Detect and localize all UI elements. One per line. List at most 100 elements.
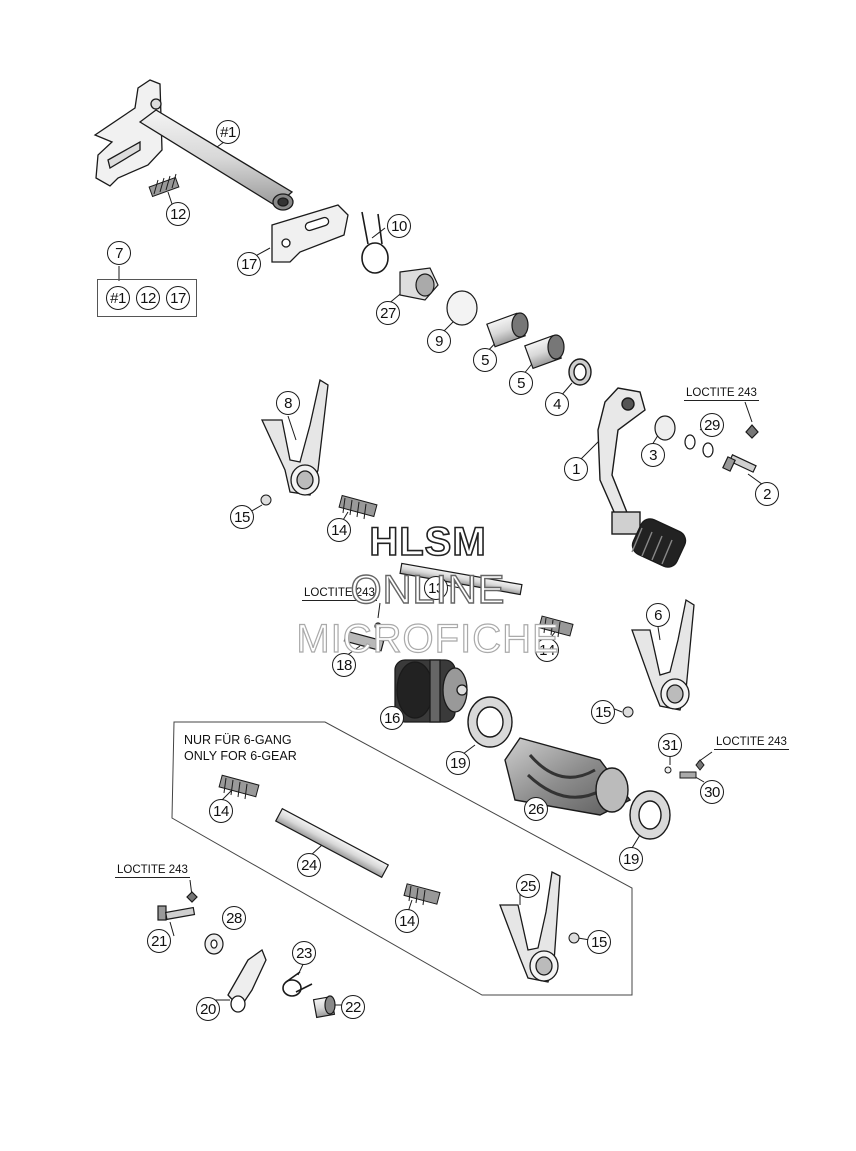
callout-fork-6: 6 xyxy=(646,603,670,627)
callout-washer-3: 3 xyxy=(641,443,665,467)
callout-drum-star-16: 16 xyxy=(380,706,404,730)
callout-kit-plate-17: 17 xyxy=(166,286,190,310)
lever-20 xyxy=(227,948,267,1013)
callout-text: 28 xyxy=(226,909,242,927)
bolt-21 xyxy=(157,891,198,921)
callout-text: 5 xyxy=(517,374,525,392)
callout-plate-17: 17 xyxy=(237,252,261,276)
loctite-label-bolt-18: LOCTITE 243 xyxy=(302,587,377,601)
callout-bolt-18: 18 xyxy=(332,653,356,677)
callout-text: 15 xyxy=(234,508,250,526)
callout-spring-14c: 14 xyxy=(209,799,233,823)
bracket-27 xyxy=(399,267,439,301)
spring-14b xyxy=(538,615,574,638)
callout-washer-9: 9 xyxy=(427,329,451,353)
callout-text: 23 xyxy=(296,944,312,962)
callout-drum-26: 26 xyxy=(524,797,548,821)
watermark-line1: HLSM xyxy=(369,519,487,565)
callout-text: 20 xyxy=(200,1000,216,1018)
callout-roller-22: 22 xyxy=(341,995,365,1019)
bearing-19b xyxy=(629,790,671,840)
callout-text: 17 xyxy=(170,289,186,307)
callout-kit-shaft-1: #1 xyxy=(106,286,130,310)
callout-text: 25 xyxy=(520,877,536,895)
callout-text: 10 xyxy=(391,217,407,235)
shift-fork-6 xyxy=(631,598,695,711)
callout-text: 14 xyxy=(399,912,415,930)
roller-22 xyxy=(312,995,336,1019)
callout-text: 27 xyxy=(380,304,396,322)
callout-washer-28: 28 xyxy=(222,906,246,930)
callout-lever-20: 20 xyxy=(196,997,220,1021)
callout-text: 30 xyxy=(704,783,720,801)
shift-shaft xyxy=(93,79,294,211)
shift-plate-17 xyxy=(271,204,349,263)
six-gear-note-de: NUR FÜR 6-GANG xyxy=(184,733,292,747)
callout-text: 22 xyxy=(345,998,361,1016)
callout-bushing-5a: 5 xyxy=(473,348,497,372)
spring-23 xyxy=(282,971,313,997)
callout-bearing-19b: 19 xyxy=(619,847,643,871)
callout-bolt-21: 21 xyxy=(147,929,171,953)
six-gear-group-outline xyxy=(171,721,633,996)
bolt-2 xyxy=(722,424,759,473)
callout-seal-4: 4 xyxy=(545,392,569,416)
spring-14d xyxy=(403,883,441,906)
shift-drum-26 xyxy=(504,737,632,816)
callout-text: 9 xyxy=(435,332,443,350)
spring-14a xyxy=(338,494,378,520)
callout-text: #1 xyxy=(110,289,126,307)
washer-9 xyxy=(446,290,478,326)
shift-fork-8 xyxy=(260,378,329,496)
loctite-label-bolt-30: LOCTITE 243 xyxy=(714,736,789,750)
callout-text: 7 xyxy=(115,244,123,262)
bushing-5b xyxy=(524,334,565,370)
callout-bolt-30: 30 xyxy=(700,780,724,804)
callout-text: #1 xyxy=(220,123,236,141)
callout-text: 29 xyxy=(704,416,720,434)
bearing-19a xyxy=(467,696,513,748)
callout-bearing-19a: 19 xyxy=(446,751,470,775)
callout-shift-shaft-1: #1 xyxy=(216,120,240,144)
loctite-label-bolt-21: LOCTITE 243 xyxy=(115,864,190,878)
six-gear-note: NUR FÜR 6-GANG ONLY FOR 6-GEAR xyxy=(184,732,297,764)
lever-rubber-tip xyxy=(631,518,687,568)
shaft-13 xyxy=(399,562,523,596)
watermark-line3: MICROFICHE xyxy=(296,616,560,661)
callout-lever-1: 1 xyxy=(564,457,588,481)
callout-text: 14 xyxy=(539,641,555,659)
callout-text: 3 xyxy=(649,446,657,464)
callout-text: 6 xyxy=(654,606,662,624)
callout-kit-7: 7 xyxy=(107,241,131,265)
callout-text: 5 xyxy=(481,351,489,369)
callout-text: 2 xyxy=(763,485,771,503)
callout-text: 15 xyxy=(591,933,607,951)
ball-15b xyxy=(622,706,634,718)
callout-text: 19 xyxy=(450,754,466,772)
callout-text: 26 xyxy=(528,800,544,818)
callout-text: 12 xyxy=(140,289,156,307)
callout-text: 24 xyxy=(301,856,317,874)
callout-text: 19 xyxy=(623,850,639,868)
small-parts-30-31 xyxy=(664,759,705,779)
callout-ball-15b: 15 xyxy=(591,700,615,724)
callout-text: 8 xyxy=(284,394,292,412)
watermark-line2: ONLINE xyxy=(350,567,506,612)
six-gear-note-en: ONLY FOR 6-GEAR xyxy=(184,749,297,763)
washer-3 xyxy=(654,415,676,441)
bushing-5a xyxy=(486,312,529,348)
callout-clip-10: 10 xyxy=(387,214,411,238)
callout-text: 13 xyxy=(428,579,444,597)
callout-spring-14d: 14 xyxy=(395,909,419,933)
callout-bushing-5b: 5 xyxy=(509,371,533,395)
shaft-24 xyxy=(274,807,390,879)
spring-12 xyxy=(148,173,180,198)
callout-fork-8: 8 xyxy=(276,391,300,415)
callout-text: 14 xyxy=(213,802,229,820)
callout-part-31: 31 xyxy=(658,733,682,757)
kit-bracket-box xyxy=(97,279,197,317)
callout-spring-23: 23 xyxy=(292,941,316,965)
callout-ball-15c: 15 xyxy=(587,930,611,954)
loctite-label-lever-bolt: LOCTITE 243 xyxy=(684,387,759,401)
